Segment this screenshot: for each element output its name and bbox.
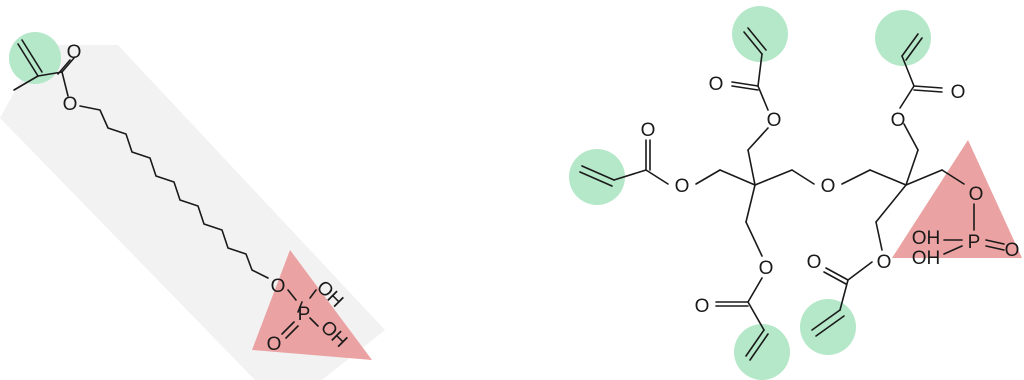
left-vinyl-highlight bbox=[9, 32, 61, 84]
left-bonds bbox=[13, 39, 319, 339]
carbonyl-oxygen-bottom-left: O bbox=[695, 296, 710, 317]
left-ester-oxygen: O bbox=[63, 94, 78, 115]
left-phosphate-highlight bbox=[252, 250, 372, 360]
phosphoryl-oxygen-right: O bbox=[1005, 240, 1020, 261]
ester-oxygen-bottom-left: O bbox=[759, 258, 774, 279]
carbonyl-oxygen-top-right: O bbox=[951, 82, 966, 103]
vinyl-highlight-left bbox=[569, 149, 625, 205]
right-phosphate-highlight bbox=[892, 140, 1022, 258]
right-molecule: O O O O O O O O O O O O P OH OH O bbox=[569, 6, 1022, 380]
left-carbonyl-oxygen: O bbox=[67, 42, 82, 63]
carbonyl-oxygen-bottom-right: O bbox=[807, 252, 822, 273]
hydroxyl-right-top: OH bbox=[912, 228, 941, 249]
ester-oxygen-top-right: O bbox=[891, 110, 906, 131]
ester-oxygen-bottom-right: O bbox=[877, 252, 892, 273]
vinyl-highlight-top-right bbox=[875, 10, 931, 66]
left-phosphate-ester-oxygen: O bbox=[271, 276, 286, 297]
left-phosphorus: P bbox=[298, 304, 311, 325]
ester-oxygen-left: O bbox=[675, 176, 690, 197]
carbonyl-oxygen-left: O bbox=[641, 120, 656, 141]
hydroxyl-right-bottom: OH bbox=[912, 248, 941, 269]
carbonyl-oxygen-top-left: O bbox=[709, 74, 724, 95]
right-bonds bbox=[579, 27, 1005, 361]
ester-oxygen-top-left: O bbox=[767, 110, 782, 131]
vinyl-highlight-top-left bbox=[732, 6, 788, 62]
vinyl-highlight-bottom-left bbox=[734, 324, 790, 380]
left-molecule: O O O P OH OH O bbox=[0, 32, 385, 380]
ether-oxygen-central: O bbox=[821, 176, 836, 197]
phosphate-ester-oxygen-right: O bbox=[969, 184, 984, 205]
left-phosphoryl-oxygen: O bbox=[267, 334, 282, 355]
phosphorus-right: P bbox=[968, 232, 981, 253]
